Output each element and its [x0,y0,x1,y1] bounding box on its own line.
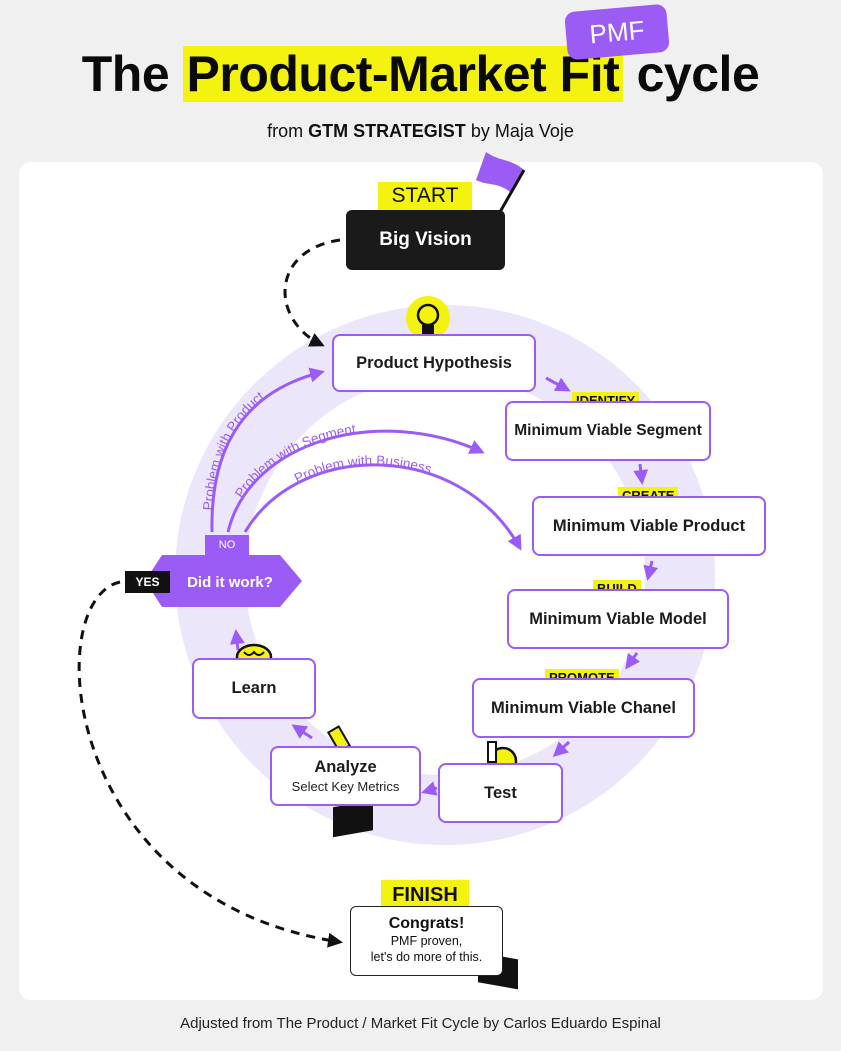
vision-to-hypothesis-arrow [283,238,341,347]
lightbulb-icon [406,296,450,340]
mvm-box: Minimum Viable Model [507,589,729,649]
mvs-box: Minimum Viable Segment [505,401,711,461]
congrats-line-2: let's do more of this. [370,950,483,964]
mvp-label: Minimum Viable Product [552,516,746,535]
subtitle-from: from [267,121,309,141]
no-tag: NO [205,535,249,555]
title-pre: The [81,46,183,102]
test-label: Test [484,783,517,802]
congrats-title: Congrats! [388,915,465,932]
product-hypothesis-label: Product Hypothesis [356,353,512,372]
page-title: The Product-Market Fit cycle [0,45,841,103]
learn-box: Learn [192,658,316,719]
subtitle-by: by Maja Voje [465,121,574,141]
subtitle: from GTM STRATEGIST by Maja Voje [0,121,841,142]
congrats-box: Congrats! PMF proven, let's do more of t… [350,906,503,976]
learn-label: Learn [231,679,277,697]
analyze-sub-label: Select Key Metrics [291,779,400,794]
congrats-line-1: PMF proven, [390,934,463,948]
footer-credit: Adjusted from The Product / Market Fit C… [180,1015,661,1032]
start-tag: START [378,182,472,210]
finish-tag: FINISH [381,880,469,910]
mvc-box: Minimum Viable Chanel [472,678,695,738]
title-highlight: Product-Market Fit [182,46,624,102]
big-vision-box: Big Vision [346,210,505,270]
analyze-label: Analyze [314,758,377,776]
mvs-label: Minimum Viable Segment [514,422,702,439]
flag-icon [476,152,524,192]
analyze-box: Analyze Select Key Metrics [270,746,421,806]
decision-question: Did it work? [187,574,273,591]
decision-diamond [145,555,302,607]
product-hypothesis-box: Product Hypothesis [332,334,536,392]
checkered-flag-left-icon [333,800,373,892]
subtitle-brand: GTM STRATEGIST [308,121,466,141]
mvm-label: Minimum Viable Model [529,609,707,628]
test-box: Test [438,763,563,823]
mvp-box: Minimum Viable Product [532,496,766,556]
yes-to-finish-arrow [77,580,343,948]
title-post: cycle [623,46,760,102]
yes-tag: YES [125,571,170,593]
mvc-label: Minimum Viable Chanel [491,698,676,717]
